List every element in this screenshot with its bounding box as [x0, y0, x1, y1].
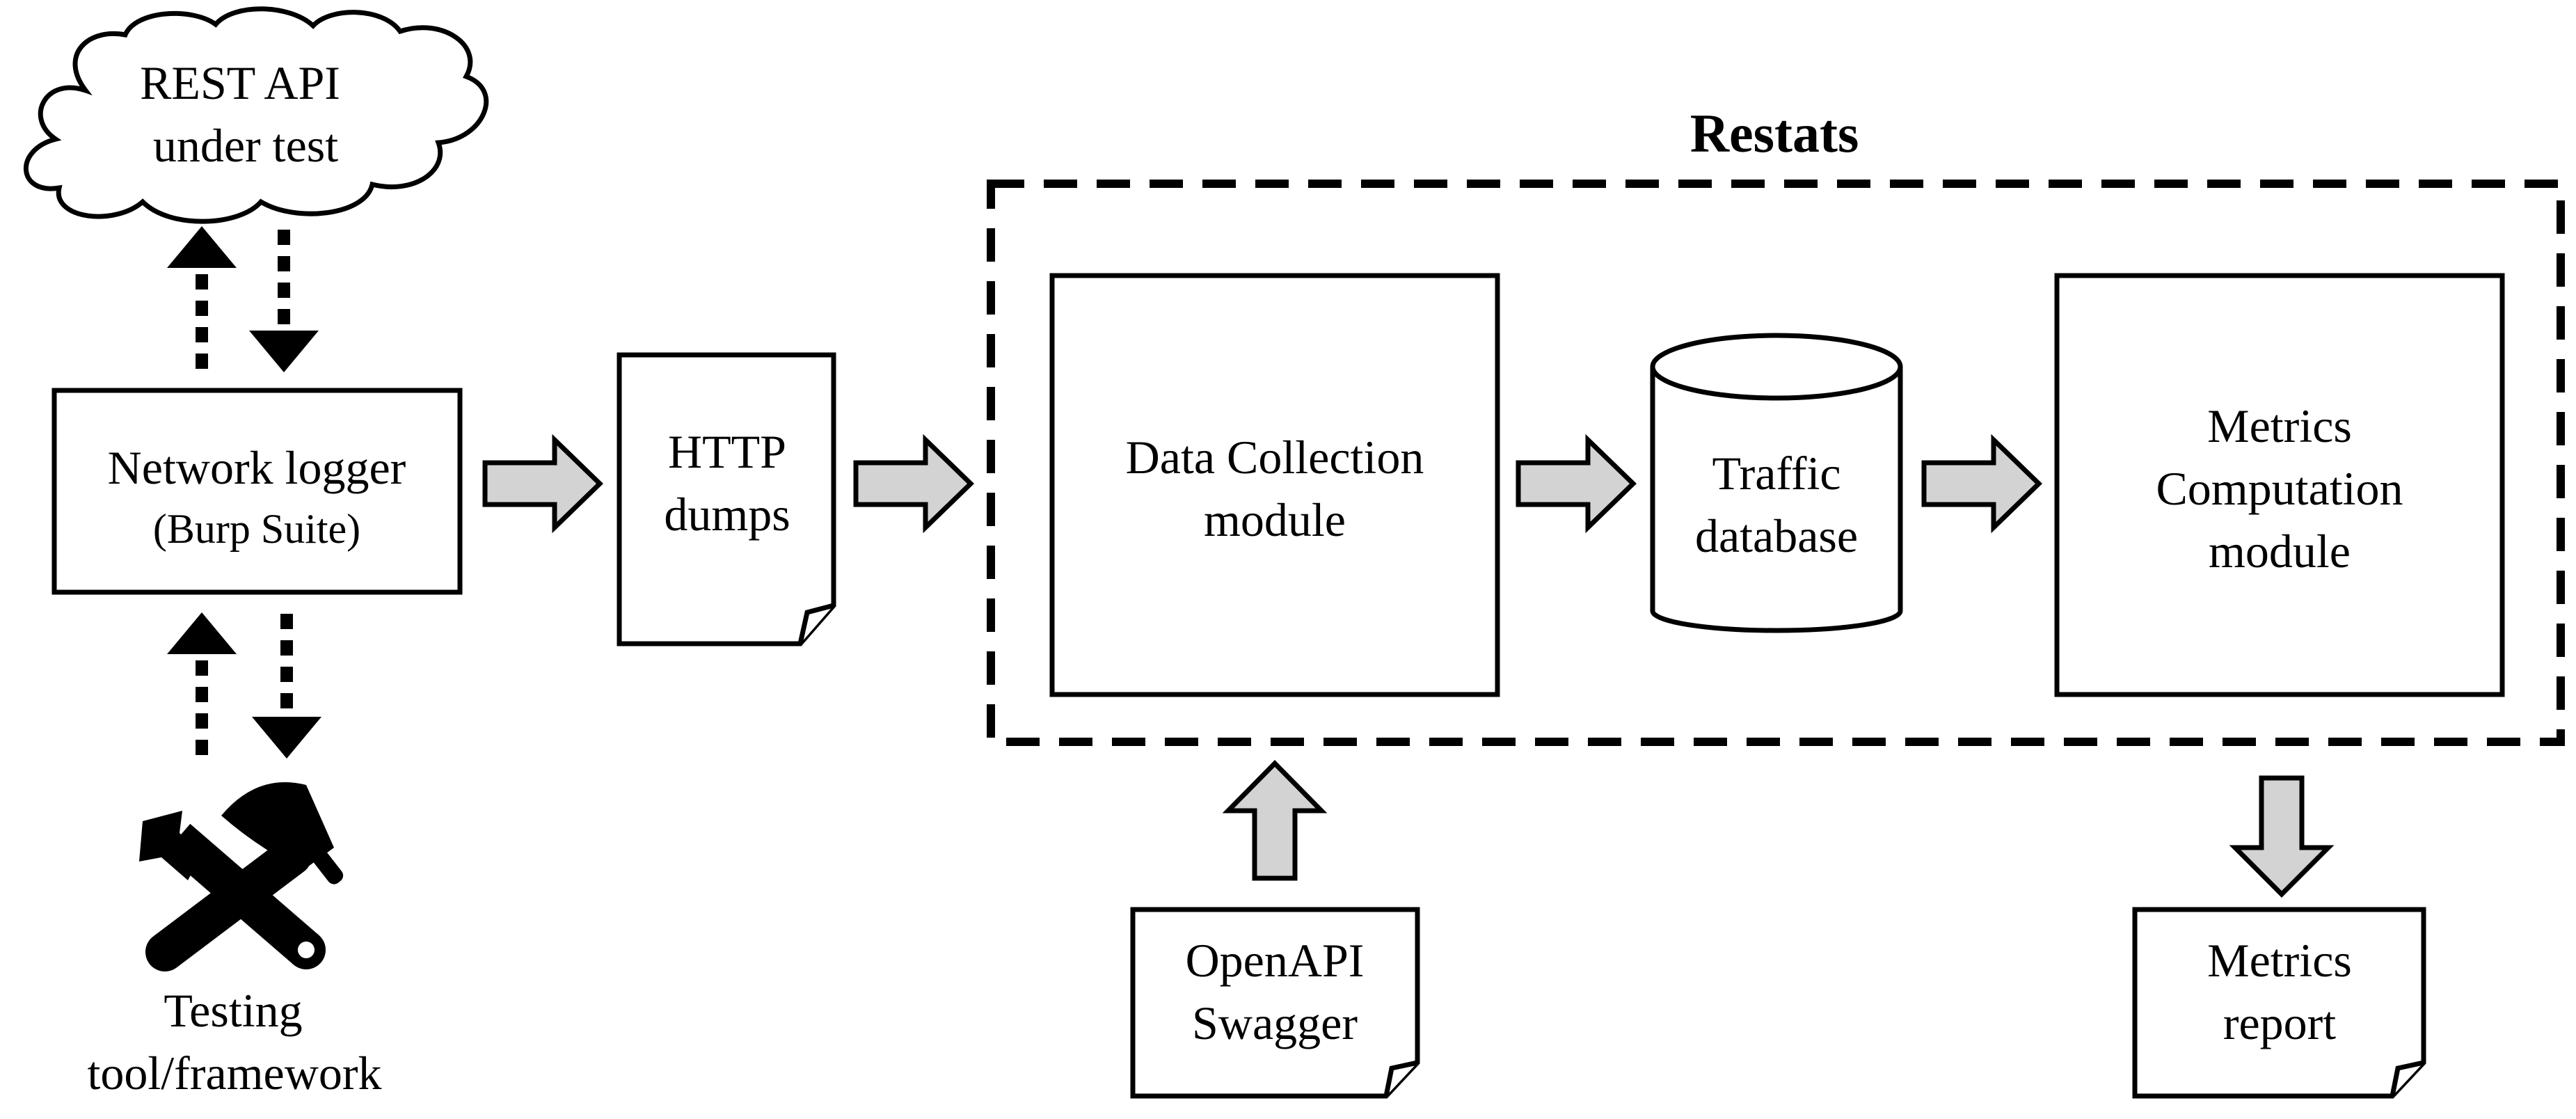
- openapi-to-collection-arrow: [1222, 760, 1328, 881]
- openapi-label-line-2: Swagger: [1192, 997, 1358, 1049]
- api-logger-connection: [167, 226, 319, 372]
- metrics-to-report-arrow: [2229, 775, 2335, 898]
- logger-to-dumps-arrow: [482, 434, 604, 534]
- rest-api-label-line-1: REST API: [140, 56, 340, 109]
- metrics-computation-node: Metrics Computation module: [2054, 273, 2505, 697]
- burp-suite-label: (Burp Suite): [153, 506, 360, 552]
- http-dumps-label-line-2: dumps: [664, 488, 790, 541]
- openapi-label-line-1: OpenAPI: [1186, 934, 1365, 987]
- openapi-swagger-node: OpenAPI Swagger: [1130, 907, 1420, 1099]
- network-logger-label: Network logger: [108, 441, 406, 494]
- rest-api-label-line-2: under test: [153, 119, 338, 172]
- traffic-database-node: Traffic database: [1650, 333, 1903, 633]
- rest-api-node: REST API under test: [24, 6, 489, 224]
- network-logger-node: Network logger (Burp Suite): [51, 388, 463, 595]
- database-to-metrics-arrow: [1921, 434, 2043, 534]
- metrics-report-label-line-1: Metrics: [2207, 934, 2352, 987]
- metrics-computation-label-line-3: module: [2209, 525, 2351, 578]
- data-collection-label-line-2: module: [1204, 493, 1346, 546]
- data-collection-label-line-1: Data Collection: [1126, 431, 1424, 484]
- metrics-computation-box: [2054, 273, 2505, 697]
- dumps-to-collection-arrow: [853, 434, 975, 534]
- metrics-report-label-line-2: report: [2223, 997, 2336, 1049]
- arrow-down-icon: [252, 717, 321, 759]
- arrow-up-icon: [167, 226, 237, 268]
- arrow-down-icon: [249, 331, 319, 372]
- logger-testing-connection: [167, 612, 321, 759]
- wrench-hammer-icon: [139, 781, 344, 971]
- restats-title: Restats: [1690, 103, 1859, 164]
- http-dumps-node: HTTP dumps: [617, 352, 836, 646]
- testing-label-line-1: Testing: [164, 984, 302, 1037]
- database-cylinder-icon: [1650, 367, 1903, 633]
- http-dumps-label-line-1: HTTP: [668, 425, 786, 478]
- arrow-up-icon: [167, 612, 237, 654]
- metrics-computation-label-line-2: Computation: [2156, 462, 2403, 515]
- testing-label-line-2: tool/framework: [88, 1047, 382, 1100]
- traffic-database-label-line-1: Traffic: [1712, 447, 1840, 500]
- cloud-icon: [24, 6, 489, 224]
- metrics-computation-label-line-1: Metrics: [2207, 399, 2352, 452]
- network-logger-box: [51, 388, 463, 595]
- metrics-report-node: Metrics report: [2132, 907, 2426, 1099]
- data-collection-node: Data Collection module: [1049, 273, 1500, 697]
- traffic-database-label-line-2: database: [1695, 509, 1858, 562]
- data-collection-box: [1049, 273, 1500, 697]
- restats-boundary: [987, 180, 2565, 746]
- collection-to-database-arrow: [1516, 434, 1637, 534]
